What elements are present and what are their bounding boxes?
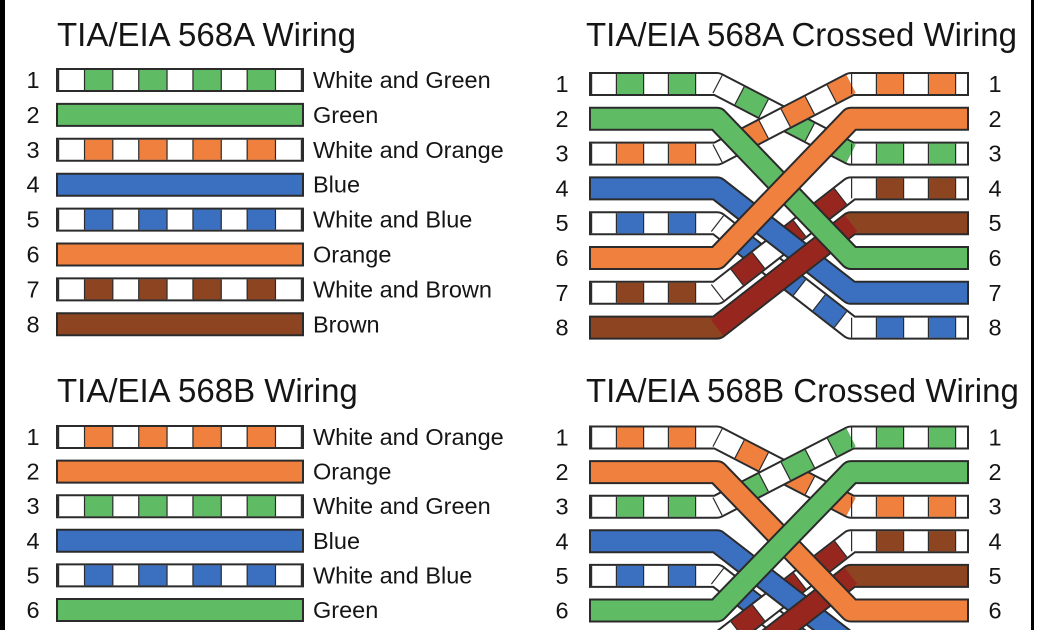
- right-pin-number: 3: [988, 141, 1001, 167]
- wire-color-label: White and Green: [313, 493, 491, 519]
- title-568a-wiring: TIA/EIA 568A Wiring: [57, 16, 356, 53]
- wiring-row-pin7: 7 White and Brown: [26, 276, 491, 302]
- wiring-row-pin2: 2 Green: [26, 102, 378, 128]
- right-pin-number: 7: [988, 280, 1001, 306]
- title-568b-wiring: TIA/EIA 568B Wiring: [57, 372, 358, 409]
- panel-568b-wiring: 1 White and Orange 2 Orange 3 White and Green…: [26, 424, 503, 623]
- left-pin-number: 4: [555, 528, 568, 554]
- right-pin-number: 4: [988, 528, 1001, 554]
- pin-number: 2: [26, 459, 39, 485]
- left-pin-number: 3: [555, 141, 568, 167]
- wiring-row-pin1: 1 White and Orange: [26, 424, 503, 450]
- pin-number: 2: [26, 102, 39, 128]
- right-pin-number: 1: [988, 425, 1001, 451]
- wire-pin6-to-pin2-body: [591, 462, 967, 621]
- wire-color-label: Blue: [313, 528, 360, 554]
- wire-color-label: Orange: [313, 242, 391, 268]
- left-border-bar: [0, 0, 5, 630]
- wire-pin4-to-pin7-body: [591, 531, 848, 630]
- wiring-row-pin5: 5 White and Blue: [26, 207, 472, 233]
- wire-color-label: Blue: [313, 172, 360, 198]
- wiring-row-pin6: 6 Green: [26, 597, 378, 623]
- left-pin-number: 1: [555, 71, 568, 97]
- wiring-row-pin6: 6 Orange: [26, 242, 391, 268]
- right-pin-number: 1: [988, 71, 1001, 97]
- right-pin-number: 6: [988, 245, 1001, 271]
- wire-pin4-to-pin7: [589, 176, 969, 305]
- wire-pin1-to-pin3-stripe-borders: [712, 75, 856, 163]
- wire-pin6-to-pin2: [589, 106, 969, 270]
- wire-color-label: White and Blue: [313, 207, 472, 233]
- wiring-row-pin3: 3 White and Green: [26, 493, 490, 519]
- right-pin-number: 8: [988, 315, 1001, 341]
- pin-number: 3: [26, 493, 39, 519]
- wiring-row-pin2: 2 Orange: [26, 459, 391, 485]
- wire-pin4-to-pin7-body: [591, 178, 967, 303]
- left-pin-number: 5: [555, 563, 568, 589]
- pin-number: 3: [26, 137, 39, 163]
- pin-number: 8: [26, 311, 39, 337]
- pin-number: 1: [26, 424, 39, 450]
- pin-number: 4: [26, 528, 39, 554]
- pin-number: 5: [26, 207, 39, 233]
- left-pin-number: 2: [555, 106, 568, 132]
- wire-pin6-to-pin2-body: [591, 108, 967, 268]
- wire-pin3-to-pin1-body: [591, 74, 967, 164]
- pin-number: 6: [26, 242, 39, 268]
- right-pin-number: 5: [988, 563, 1001, 589]
- wiring-row-pin4: 4 Blue: [26, 172, 360, 198]
- left-pin-number: 2: [555, 459, 568, 485]
- wire-pin1-to-pin3-stripe-borders: [712, 428, 856, 516]
- pin-number: 1: [26, 67, 39, 93]
- wire-pin4-to-pin7: [589, 529, 852, 630]
- panel-568a-crossed-wiring: 1 2 3 4 5 6 7 8 1 2 3 4 5 6 7 8: [555, 71, 1001, 341]
- wiring-row-pin3: 3 White and Orange: [26, 137, 503, 163]
- wire-color-label: Green: [313, 597, 378, 623]
- wire-color-label: Brown: [313, 311, 380, 337]
- pin-number: 7: [26, 276, 39, 302]
- left-pin-number: 6: [555, 245, 568, 271]
- pin-number: 4: [26, 172, 39, 198]
- wiring-row-pin8: 8 Brown: [26, 311, 379, 337]
- right-pin-number: 2: [988, 106, 1001, 132]
- right-pin-number: 6: [988, 598, 1001, 624]
- panel-568a-wiring: 1 White and Green 2 Green 3 White and Orange 4…: [26, 67, 503, 337]
- title-568a-crossed-wiring: TIA/EIA 568A Crossed Wiring: [586, 16, 1017, 53]
- wire-color-label: Green: [313, 102, 378, 128]
- left-pin-number: 5: [555, 210, 568, 236]
- left-pin-number: 1: [555, 425, 568, 451]
- right-pin-number: 4: [988, 175, 1001, 201]
- right-border-line: [1031, 0, 1034, 630]
- left-pin-number: 8: [555, 315, 568, 341]
- wiring-row-pin1: 1 White and Green: [26, 67, 490, 93]
- wire-pin3-to-pin1-body: [591, 427, 967, 517]
- right-pin-number: 3: [988, 494, 1001, 520]
- wire-color-label: White and Orange: [313, 137, 504, 163]
- pin-number: 6: [26, 597, 39, 623]
- left-pin-number: 4: [555, 175, 568, 201]
- left-pin-number: 3: [555, 494, 568, 520]
- wire-color-label: White and Blue: [313, 562, 472, 588]
- pin-number: 5: [26, 562, 39, 588]
- wire-pin6-to-pin2: [589, 460, 969, 623]
- left-pin-number: 7: [555, 280, 568, 306]
- right-pin-number: 2: [988, 459, 1001, 485]
- title-568b-crossed-wiring: TIA/EIA 568B Crossed Wiring: [586, 372, 1019, 409]
- left-pin-number: 6: [555, 598, 568, 624]
- right-pin-number: 5: [988, 210, 1001, 236]
- wire-color-label: White and Orange: [313, 424, 504, 450]
- wire-color-label: Orange: [313, 459, 391, 485]
- wiring-row-pin4: 4 Blue: [26, 528, 360, 554]
- wire-color-label: White and Brown: [313, 276, 492, 302]
- wiring-row-pin5: 5 White and Blue: [26, 562, 472, 588]
- wire-color-label: White and Green: [313, 67, 491, 93]
